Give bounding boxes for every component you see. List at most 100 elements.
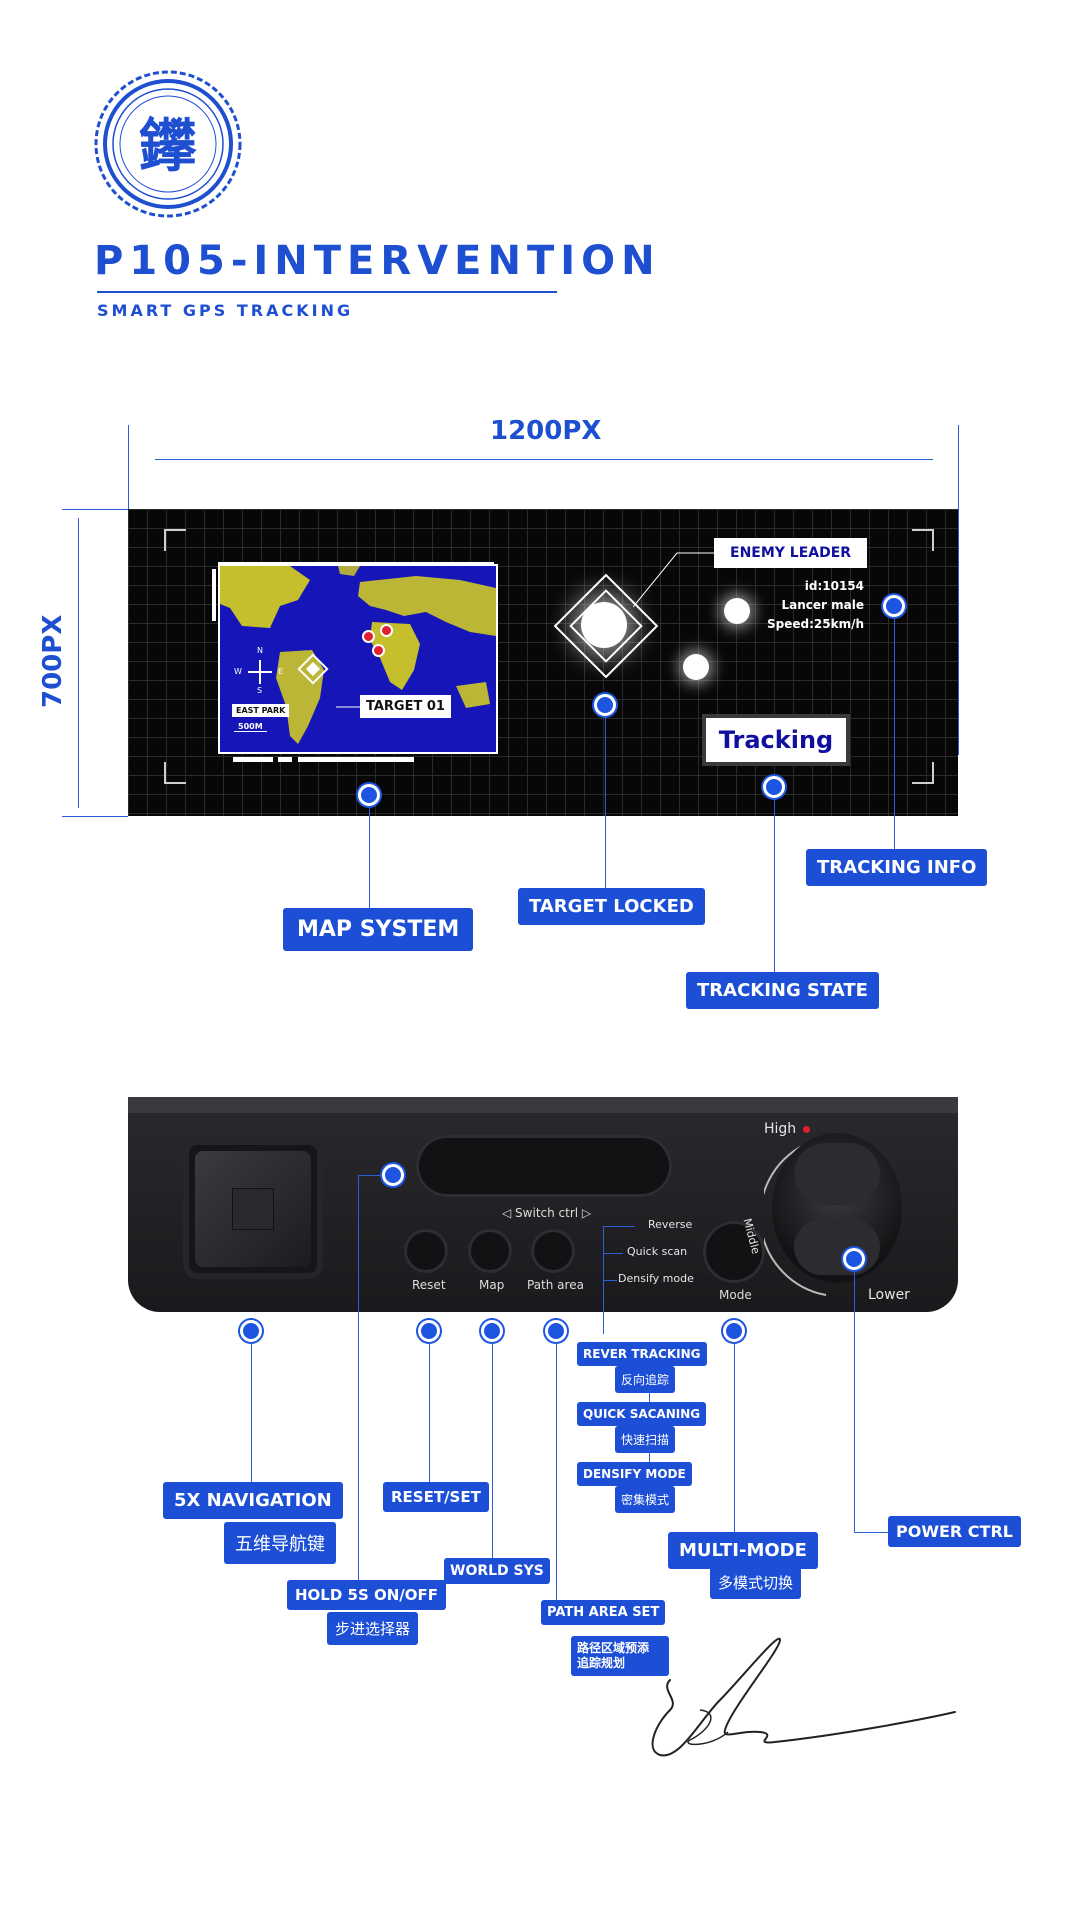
path-callout: PATH AREA SET [541,1600,666,1625]
connector [774,798,775,972]
map-system-callout: MAP SYSTEM [283,908,474,951]
connector [894,617,895,849]
target-speed: Speed:25km/h [766,617,864,631]
width-dimension-label: 1200PX [490,416,602,446]
connector [358,1175,382,1176]
seal-glyph: 鑻 [139,112,197,180]
connector [603,1253,623,1254]
path-callout-zh: 路径区域预添 追踪规划 [571,1636,669,1676]
tracked-target[interactable] [683,654,709,680]
connector [854,1270,855,1532]
navigation-pad[interactable] [183,1139,323,1279]
switch-ctrl-label: ◁ Switch ctrl ▷ [502,1206,591,1220]
mode-button-label: Mode [719,1288,752,1302]
quick-callout-zh: 快速扫描 [615,1426,676,1453]
path-area-button-label: Path area [527,1278,584,1292]
densify-callout-zh: 密集模式 [615,1486,676,1513]
map-frame-accent [298,757,414,762]
multi-mode-marker [723,1320,745,1342]
connector [854,1532,888,1533]
navigation-marker [240,1320,262,1342]
reset-button-label: Reset [412,1278,446,1292]
product-subtitle: SMART GPS TRACKING [97,301,354,320]
connector [734,1342,735,1532]
knob-grip-top [794,1143,880,1205]
connector [369,806,370,908]
compass-e: E [278,667,284,676]
seal-logo: 鑻 [94,70,242,218]
quick-callout: QUICK SACANING [577,1402,707,1426]
hold-callout: HOLD 5S ON/OFF [287,1580,447,1610]
tracking-button[interactable]: Tracking [702,714,850,766]
locked-target[interactable] [581,602,627,648]
rever-callout-zh: 反向追踪 [615,1366,676,1393]
place-label: EAST PARK [232,704,290,717]
reset-callout: RESET/SET [383,1482,489,1512]
corner-bracket [164,529,186,551]
hold-marker [382,1164,404,1186]
step-selector-slot[interactable] [416,1135,672,1197]
map-frame-accent [218,562,494,565]
chevron-right-icon: ▷ [578,1206,592,1220]
device-top-bezel [128,1097,958,1113]
target-locked-marker [594,694,616,716]
world-callout: WORLD SYS [444,1558,550,1584]
navigation-callout-zh: 五维导航键 [224,1522,336,1564]
knob-high-indicator [803,1126,810,1133]
scale-label: 500M [234,722,267,732]
knob-grip-bottom [794,1219,880,1275]
switch-ctrl-text: Switch ctrl [515,1206,579,1220]
mode-densify-label: Densify mode [618,1272,694,1285]
target-id: id:10154 [804,579,864,593]
rever-callout: REVER TRACKING [577,1342,707,1366]
path-area-button[interactable] [531,1229,575,1273]
knob-arc [764,1144,827,1296]
connector [603,1226,635,1227]
tracked-target[interactable] [724,598,750,624]
height-dimension-line [78,518,79,808]
height-guide-top [62,509,128,510]
compass-w: W [234,667,242,676]
reset-marker [418,1320,440,1342]
hold-callout-zh: 步进选择器 [327,1612,419,1645]
target-01-label: TARGET 01 [360,695,451,718]
densify-callout: DENSIFY MODE [577,1462,692,1486]
mode-button[interactable] [703,1221,765,1283]
dimension-right-guide [958,425,959,755]
chevron-left-icon: ◁ [502,1206,516,1220]
enemy-leader-line [633,552,723,608]
reset-button[interactable] [404,1229,448,1273]
navigation-callout: 5X NAVIGATION [163,1482,343,1519]
tracking-info-callout: TRACKING INFO [806,849,988,886]
power-marker [843,1248,865,1270]
map-frame-accent [278,757,292,762]
connector [556,1342,557,1600]
map-frame-accent [233,757,273,762]
target-locked-callout: TARGET LOCKED [518,888,705,925]
knob-high-label: High [764,1121,797,1137]
power-knob[interactable] [772,1133,902,1283]
handwritten-signature [651,1637,956,1757]
connector [603,1280,617,1281]
connector [492,1342,493,1558]
world-map[interactable]: N S W E EAST PARK 500M [218,564,498,754]
connector [649,1390,650,1402]
corner-bracket [912,529,934,551]
product-title: P105-INTERVENTION [94,238,661,284]
corner-bracket [912,762,934,784]
hud-screen: N S W E EAST PARK 500M TARGET 01 ENEMY L… [128,509,958,816]
target-map-dot[interactable] [372,644,385,657]
map-frame-accent [212,569,216,621]
map-button-label: Map [479,1278,505,1292]
connector [358,1175,359,1580]
target-map-dot[interactable] [362,630,375,643]
multi-mode-callout-zh: 多模式切换 [710,1566,802,1599]
map-button[interactable] [468,1229,512,1273]
target-map-dot[interactable] [380,624,393,637]
knob-lower-label: Lower [868,1287,910,1303]
height-dimension-label: 700PX [38,614,68,708]
navigation-pad-center[interactable] [233,1189,273,1229]
connector [605,716,606,888]
connector [649,1450,650,1462]
compass-n: N [257,646,263,655]
